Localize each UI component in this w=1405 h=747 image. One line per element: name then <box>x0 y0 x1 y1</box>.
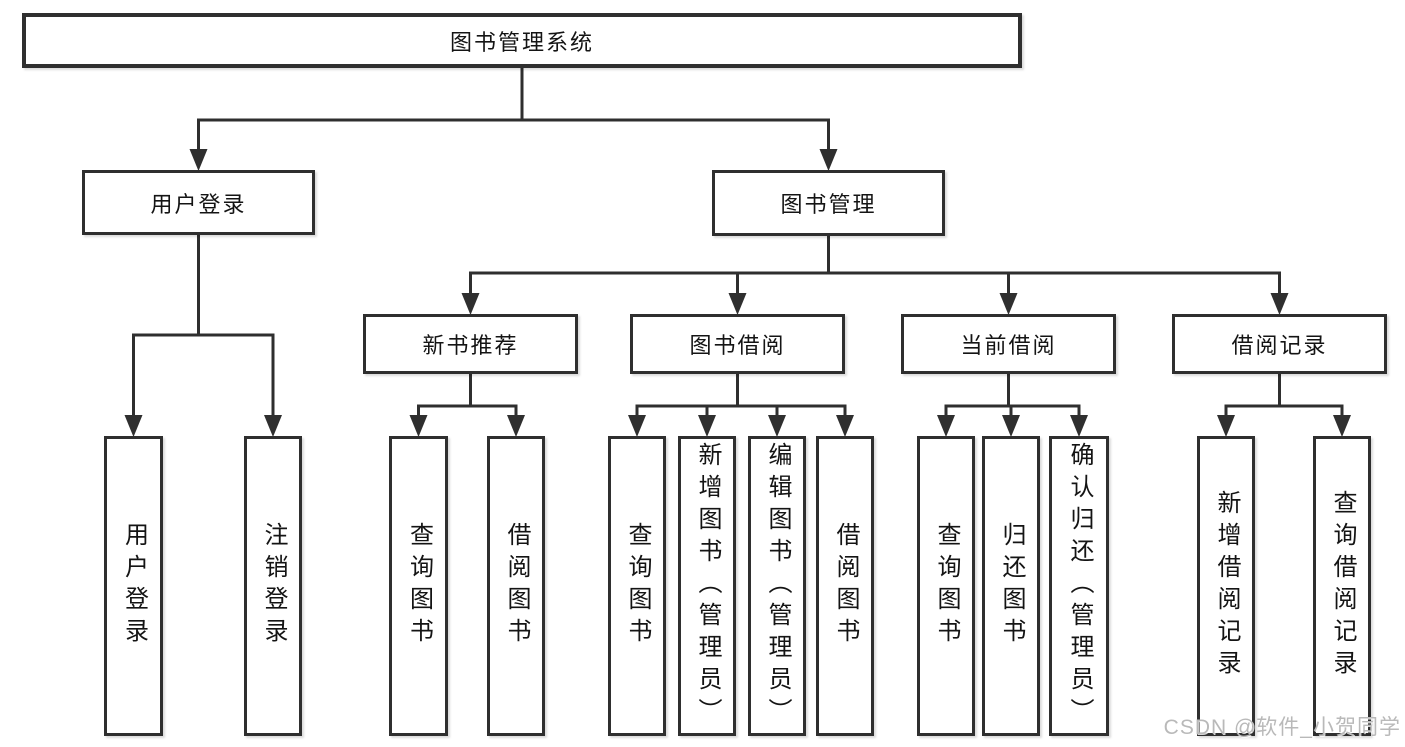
node-label: 图书借阅 <box>689 333 786 358</box>
node-leaf-bb-query: 查询图书 <box>608 436 666 736</box>
node-label: 查询图书 <box>933 522 960 650</box>
node-leaf-user-login: 用户登录 <box>104 436 163 736</box>
node-label: 确认归还（管理员） <box>1066 442 1093 730</box>
node-leaf-nbr-borrow: 借阅图书 <box>487 436 545 736</box>
connector-arrowhead <box>1070 415 1088 437</box>
node-label: 当前借阅 <box>960 333 1057 358</box>
node-label: 归还图书 <box>998 522 1025 650</box>
node-label: 新书推荐 <box>422 333 519 358</box>
connector-arrowhead <box>409 415 428 437</box>
node-leaf-bb-borrow: 借阅图书 <box>816 436 874 736</box>
node-label: 新增借阅记录 <box>1213 490 1240 682</box>
connector-arrowhead <box>628 415 646 437</box>
node-leaf-cb-return: 归还图书 <box>982 436 1040 736</box>
connector-arrowhead <box>728 293 747 315</box>
node-label: 新增图书（管理员） <box>694 442 721 730</box>
connector-arrowhead <box>189 149 208 171</box>
node-label: 编辑图书（管理员） <box>764 442 791 730</box>
connector-arrowhead <box>819 149 838 171</box>
node-book-mgmt: 图书管理 <box>712 170 945 236</box>
node-label: 查询借阅记录 <box>1329 490 1356 682</box>
node-label: 借阅记录 <box>1231 333 1328 358</box>
connector-arrowhead <box>937 415 955 437</box>
node-borrow-records: 借阅记录 <box>1172 314 1387 374</box>
node-label: 用户登录 <box>120 522 148 650</box>
node-leaf-br-add: 新增借阅记录 <box>1197 436 1255 736</box>
connector-arrowhead <box>768 415 786 437</box>
connector-arrowhead <box>1002 415 1020 437</box>
node-label: 图书管理系统 <box>449 29 594 55</box>
node-leaf-logout: 注销登录 <box>244 436 302 736</box>
node-label: 查询图书 <box>405 522 433 650</box>
node-new-book-rec: 新书推荐 <box>363 314 578 374</box>
connector-arrowhead <box>1270 293 1289 315</box>
connector-arrowhead <box>1333 415 1351 437</box>
node-label: 借阅图书 <box>503 522 530 650</box>
connector-arrowhead <box>999 293 1018 315</box>
connector-arrowhead <box>507 415 525 437</box>
node-user-login: 用户登录 <box>82 170 315 235</box>
node-root: 图书管理系统 <box>22 13 1022 68</box>
node-leaf-bb-edit: 编辑图书（管理员） <box>748 436 806 736</box>
node-leaf-bb-add: 新增图书（管理员） <box>678 436 736 736</box>
connector-arrowhead <box>698 415 716 437</box>
node-label: 借阅图书 <box>832 522 859 650</box>
connector-arrowhead <box>836 415 854 437</box>
node-book-borrow: 图书借阅 <box>630 314 845 374</box>
node-leaf-br-query: 查询借阅记录 <box>1313 436 1371 736</box>
node-label: 图书管理 <box>780 192 877 217</box>
connector-arrowhead <box>461 293 480 315</box>
node-label: 注销登录 <box>260 522 287 650</box>
node-label: 用户登录 <box>150 191 247 217</box>
node-label: 查询图书 <box>624 522 651 650</box>
node-current-borrow: 当前借阅 <box>901 314 1116 374</box>
watermark: CSDN @软件_小贺同学 <box>1163 716 1401 739</box>
node-leaf-cb-query: 查询图书 <box>917 436 975 736</box>
node-leaf-cb-confirm: 确认归还（管理员） <box>1049 436 1109 736</box>
connector-arrowhead <box>1217 415 1235 437</box>
connector-arrowhead <box>264 415 282 437</box>
node-leaf-nbr-query: 查询图书 <box>389 436 448 736</box>
connector-arrowhead <box>124 415 143 437</box>
